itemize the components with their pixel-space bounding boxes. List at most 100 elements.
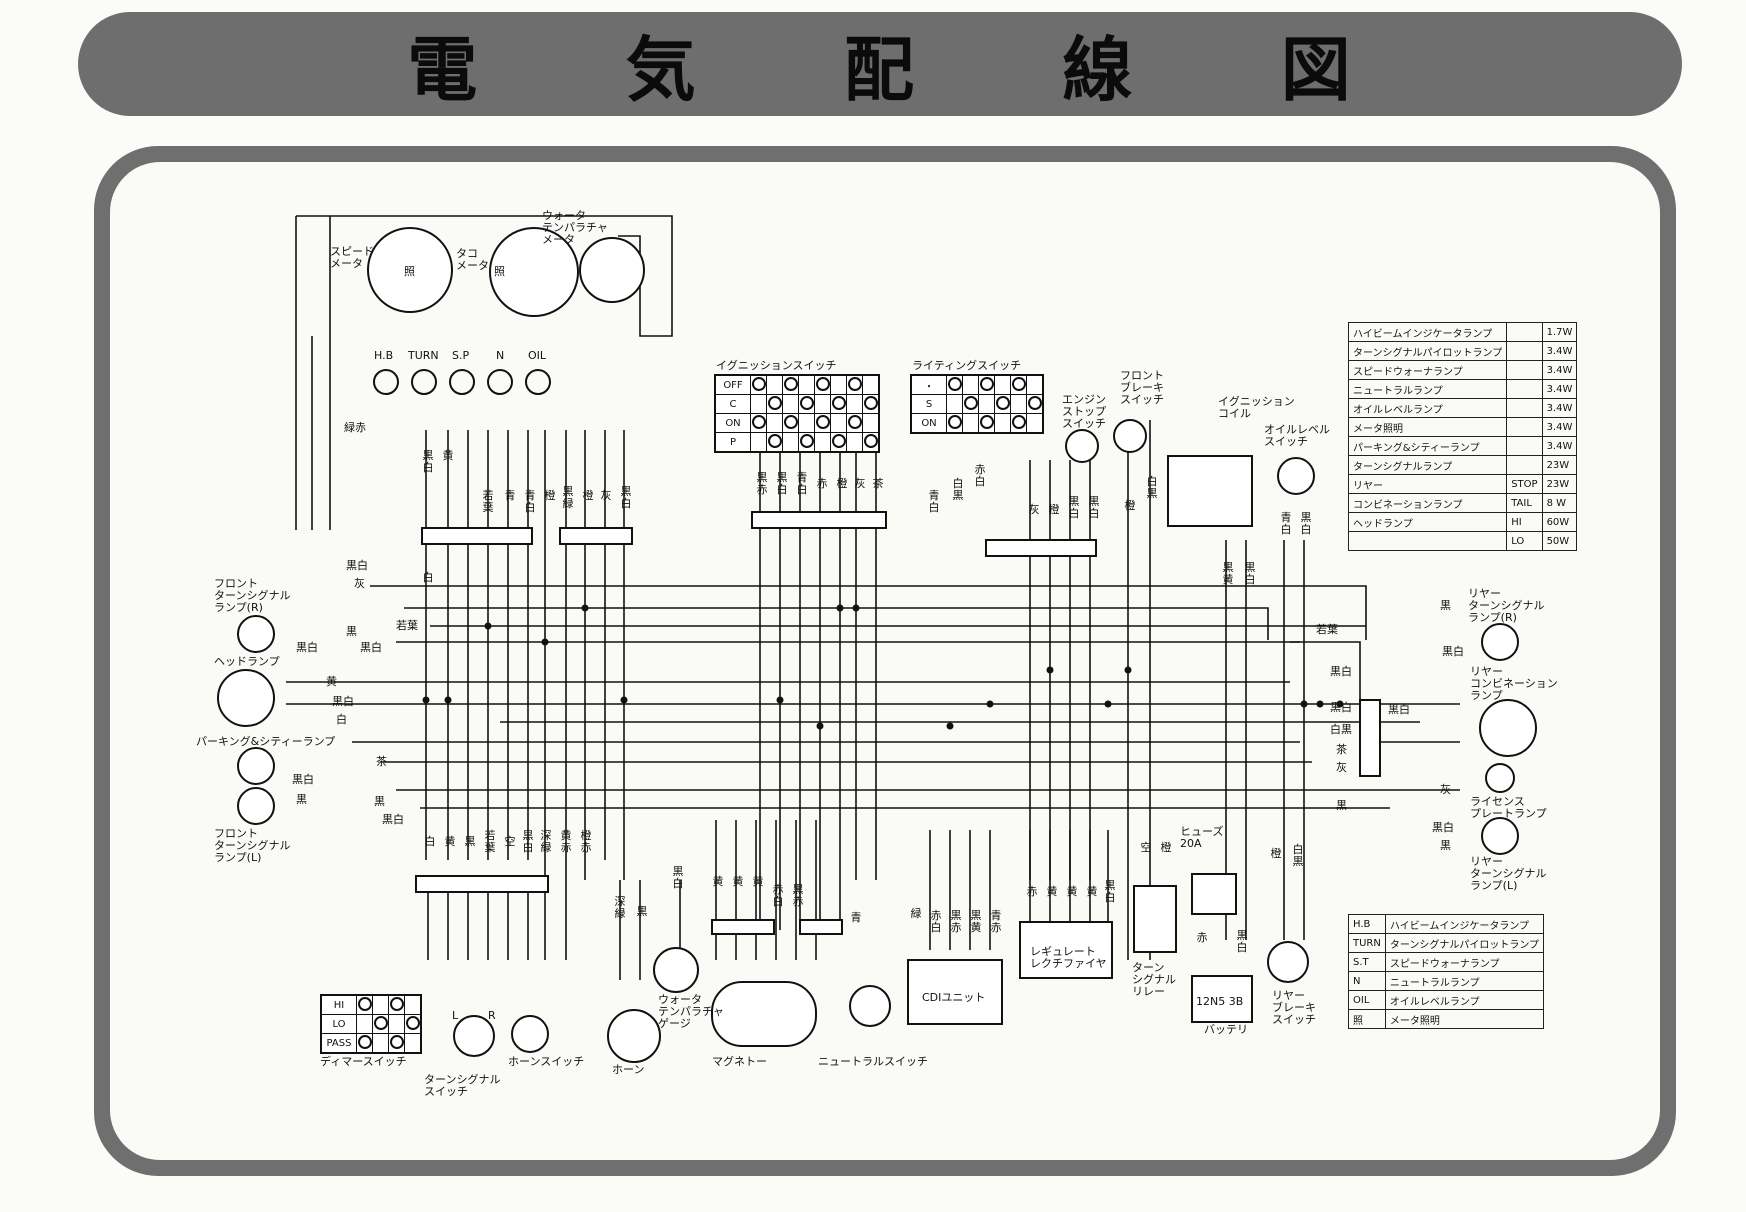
- wire-label: 黄: [1086, 885, 1098, 898]
- wire-label: 茶: [1336, 743, 1347, 756]
- switch-cell: [356, 994, 373, 1015]
- wire-label: 黒: [636, 905, 648, 918]
- wire-label: 黄赤: [560, 829, 572, 854]
- switch-position-label: ON: [714, 413, 751, 433]
- switch-cell: [750, 413, 767, 433]
- horn-switch-icon: [511, 1015, 549, 1053]
- wire-label: 橙赤: [580, 829, 592, 854]
- indicator-turn-label: TURN: [408, 349, 439, 362]
- switch-row: OFF: [714, 374, 880, 395]
- indicator-n-label: N: [496, 349, 505, 362]
- rear-turn-l-label: リヤー ターンシグナル ランプ(L): [1470, 855, 1547, 892]
- wire-label: 黒白: [1330, 701, 1352, 714]
- contact-circle-icon: [947, 414, 962, 429]
- switch-cell: [1026, 413, 1044, 434]
- magneto-label: マグネトー: [712, 1055, 767, 1068]
- title-banner: 電 気 配 線 図: [78, 12, 1682, 116]
- water-temp-gauge-icon: [653, 947, 699, 993]
- switch-cell: [388, 994, 405, 1015]
- contact-circle-icon: [979, 376, 994, 391]
- wire-label: 赤: [816, 477, 828, 490]
- wire-label: 赤白: [772, 883, 784, 908]
- switch-cell: [388, 1014, 405, 1034]
- wire-label: 白黒: [1292, 843, 1304, 868]
- switch-cell: [766, 413, 783, 433]
- legend-row: 照メータ照明: [1348, 1009, 1545, 1029]
- spec-lamp-name: パーキング&シティーランプ: [1347, 436, 1508, 456]
- wire-label: 黒白: [292, 773, 314, 786]
- spec-sub: HI: [1506, 512, 1543, 532]
- switch-cell: [750, 394, 767, 414]
- wire-label: 黒白: [346, 559, 368, 572]
- switch-cell: [862, 413, 880, 433]
- battery-icon: [1191, 975, 1253, 1023]
- turn-relay-icon: [1133, 885, 1177, 953]
- contact-circle-icon: [1011, 414, 1026, 429]
- wire-label: 橙: [1270, 847, 1282, 860]
- wire-label: 白: [422, 571, 434, 584]
- wire-label: 青赤: [990, 909, 1002, 934]
- wire-label: 深緑: [540, 829, 552, 854]
- switch-cell: [1010, 374, 1027, 395]
- switch-cell: [798, 374, 815, 395]
- spec-watt: 3.4W: [1541, 417, 1578, 437]
- switch-cell: [1010, 413, 1027, 434]
- wire-label: 白: [424, 835, 436, 848]
- wire-label: 橙: [1124, 499, 1136, 512]
- switch-cell: [814, 394, 831, 414]
- spec-lamp-name: [1347, 531, 1508, 551]
- wire-label: 黒白: [296, 641, 318, 654]
- ignition-switch-label: イグニッションスイッチ: [716, 359, 837, 372]
- contact-circle-icon: [947, 376, 962, 391]
- wire-label: 空: [504, 835, 516, 848]
- wire-label: 橙: [1048, 503, 1060, 516]
- rear-brake-switch-icon: [1267, 941, 1309, 983]
- wire-label: 黒白: [776, 471, 788, 496]
- water-temp-meter-label: ウォータ テンパラチャ メータ: [542, 209, 608, 246]
- license-lamp-icon: [1485, 763, 1515, 793]
- spec-sub: [1506, 417, 1543, 437]
- spec-lamp-name: ターンシグナルパイロットランプ: [1347, 341, 1508, 361]
- switch-row: ON: [910, 413, 1044, 434]
- contact-circle-icon: [831, 395, 846, 410]
- oil-level-switch-label: オイルレベル スイッチ: [1264, 423, 1330, 448]
- spec-lamp-name: ターンシグナルランプ: [1347, 455, 1508, 475]
- switch-row: ON: [714, 413, 880, 433]
- wire-label: 白: [336, 713, 347, 726]
- switch-position-label: P: [714, 432, 751, 453]
- switch-cell: [372, 1033, 389, 1054]
- switch-position-label: LO: [320, 1014, 357, 1034]
- switch-cell: [978, 374, 995, 395]
- spec-row: パーキング&シティーランプ 3.4W: [1347, 436, 1578, 456]
- switch-cell: [830, 432, 847, 453]
- spec-watt: 50W: [1541, 531, 1578, 551]
- ignition-coil-label: イグニッション コイル: [1218, 395, 1295, 420]
- wire-label: 黄: [1066, 885, 1078, 898]
- switch-cell: [962, 394, 979, 414]
- switch-cell: [814, 374, 831, 395]
- contact-circle-icon: [783, 414, 798, 429]
- contact-circle-icon: [979, 414, 994, 429]
- spec-watt: 3.4W: [1541, 436, 1578, 456]
- wire-label: 黒赤: [756, 471, 768, 496]
- switch-cell: [766, 374, 783, 395]
- wire-label: 灰: [600, 489, 612, 502]
- headlamp-label: ヘッドランプ: [214, 655, 280, 668]
- switch-cell: [798, 394, 815, 414]
- front-turn-l-label: フロント ターンシグナル ランプ(L): [214, 827, 291, 864]
- switch-cell: [962, 374, 979, 395]
- front-turn-r-lamp-icon: [237, 615, 275, 653]
- switch-cell: [356, 1014, 373, 1034]
- switch-cell: [356, 1033, 373, 1054]
- wire-label: 黒白: [1244, 561, 1256, 586]
- spec-sub: LO: [1506, 531, 1543, 551]
- wire-label: 黄: [732, 875, 744, 888]
- wire-label: 黒黄: [1222, 561, 1234, 586]
